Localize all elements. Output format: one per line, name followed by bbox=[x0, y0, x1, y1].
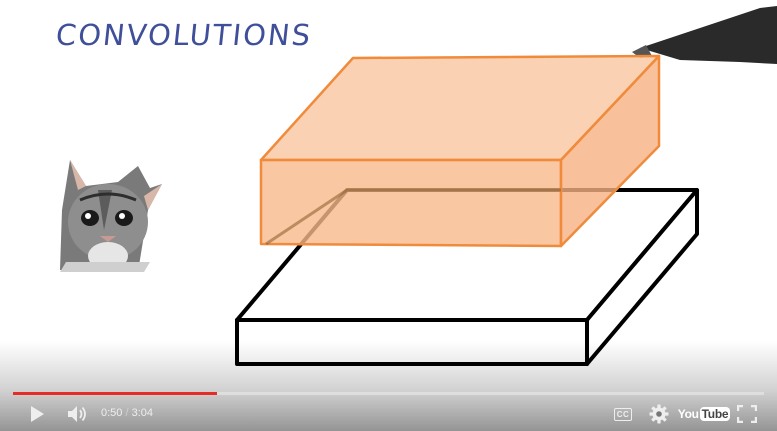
gear-icon bbox=[649, 404, 669, 424]
marker-pen bbox=[632, 6, 777, 64]
convolution-block bbox=[259, 54, 661, 248]
play-icon bbox=[31, 406, 44, 422]
youtube-logo-tube: Tube bbox=[699, 407, 731, 421]
fullscreen-button[interactable] bbox=[735, 402, 759, 426]
captions-button[interactable]: CC bbox=[611, 402, 635, 426]
time-display: 0:50 / 3:04 bbox=[101, 407, 153, 419]
video-title: CONVOLUTIONS bbox=[54, 18, 314, 52]
settings-button[interactable] bbox=[647, 402, 671, 426]
current-time: 0:50 bbox=[101, 407, 123, 419]
volume-icon bbox=[68, 406, 86, 422]
youtube-logo-you: You bbox=[677, 407, 699, 421]
control-bar: 0:50 / 3:04 CC bbox=[0, 398, 777, 431]
time-separator: / bbox=[122, 407, 132, 419]
fullscreen-icon bbox=[737, 405, 757, 423]
captions-label: CC bbox=[613, 407, 633, 421]
kitten-photo bbox=[60, 160, 162, 272]
play-button[interactable] bbox=[26, 402, 48, 426]
progress-bar[interactable] bbox=[13, 392, 764, 395]
volume-button[interactable] bbox=[66, 402, 90, 426]
duration: 3:04 bbox=[131, 407, 154, 419]
progress-played bbox=[13, 392, 217, 395]
